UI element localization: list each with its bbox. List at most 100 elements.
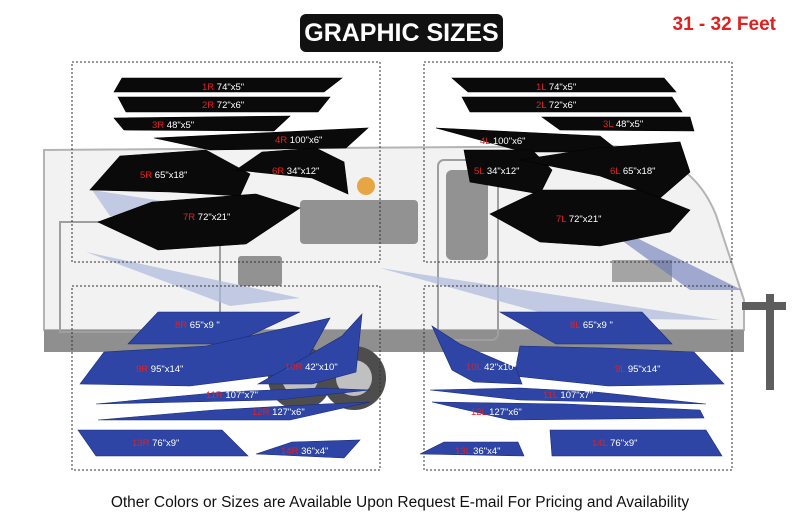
decal-size: 48"x5": [613, 119, 643, 130]
decal-2r-label: 2R 72"x6": [202, 100, 244, 111]
decal-7r-shape: [97, 193, 301, 251]
decal-2l-shape: [461, 96, 683, 113]
decal-8l-shape: [498, 311, 673, 345]
decal-1l-shape: [451, 77, 677, 93]
decal-13l-label: 13L 36"x4": [455, 446, 500, 457]
decal-size: 74"x5": [214, 82, 244, 93]
decal-code: 9R: [136, 364, 148, 375]
decal-size: 48"x5": [164, 120, 194, 131]
decal-code: 8L: [570, 320, 580, 331]
decal-code: 1L: [536, 82, 546, 93]
trailer-window: [300, 200, 418, 244]
decal-size: 65"x18": [620, 166, 655, 177]
decal-8r-label: 8R 65"x9 ": [175, 320, 220, 331]
decal-code: 2L: [536, 100, 546, 111]
decal-4l-label: 4L 100"x6": [480, 136, 526, 147]
decal-6l-label: 6L 65"x18": [610, 166, 656, 177]
decal-code: 13R: [132, 438, 150, 449]
decal-size: 34"x12": [284, 166, 319, 177]
frame-blue-right: [71, 285, 381, 471]
decal-size: 72"x21": [566, 214, 601, 225]
decal-size: 36"x4": [471, 446, 501, 457]
decal-12r-label: 12R 127"x6": [252, 407, 305, 418]
decal-9r-shape: [79, 317, 331, 387]
decal-code: 1R: [202, 82, 214, 93]
decal-13r-label: 13R 76"x9": [132, 438, 179, 449]
decal-code: 6L: [610, 166, 620, 177]
decal-code: 2R: [202, 100, 214, 111]
porch-light-icon: [357, 177, 375, 195]
decal-6r-label: 6R 34"x12": [272, 166, 319, 177]
decal-9r-label: 9R 95"x14": [136, 364, 183, 375]
decal-6l-shape: [519, 141, 691, 199]
decal-size: 72"x6": [546, 100, 576, 111]
decal-size: 127"x6": [269, 407, 304, 418]
decal-code: 8R: [175, 320, 187, 331]
decal-code: 10R: [285, 362, 303, 373]
decal-code: 12R: [252, 407, 270, 418]
decal-code: 7R: [183, 212, 195, 223]
decal-size: 76"x9": [149, 438, 179, 449]
trailer-jack: [766, 294, 774, 390]
decal-code: 9L: [615, 364, 625, 375]
decal-shapes: [77, 77, 725, 459]
decal-code: 14R: [281, 446, 299, 457]
decal-10r-label: 10R 42"x10": [285, 362, 338, 373]
decal-8r-shape: [127, 311, 301, 345]
page-title: GRAPHIC SIZES: [304, 19, 499, 47]
frame-black-right: [71, 61, 381, 263]
decal-11r-shape: [95, 387, 371, 405]
decal-size: 72"x6": [214, 100, 244, 111]
decal-size: 95"x14": [625, 364, 660, 375]
decal-code: 10L: [466, 362, 482, 373]
decal-3r-label: 3R 48"x5": [152, 120, 194, 131]
decal-size: 65"x18": [152, 170, 187, 181]
decal-11l-label: 11L 107"x7": [543, 390, 593, 401]
decal-code: 3L: [603, 119, 613, 130]
decal-12l-label: 12L 127"x6": [471, 407, 522, 418]
decal-5r-shape: [89, 149, 251, 197]
decal-labels: 1R 74"x5"2R 72"x6"3R 48"x5"4R 100"x6"5R …: [132, 82, 661, 457]
decal-13l-shape: [419, 441, 525, 457]
decal-14r-shape: [255, 439, 361, 459]
decal-1r-shape: [113, 77, 343, 93]
decal-code: 5R: [140, 170, 152, 181]
decal-size: 100"x6": [490, 136, 525, 147]
footer-note: Other Colors or Sizes are Available Upon…: [110, 494, 690, 511]
decal-code: 5L: [474, 166, 484, 177]
decal-12r-shape: [97, 401, 371, 421]
decal-code: 11L: [543, 390, 558, 401]
decal-10l-shape: [431, 325, 523, 385]
frame-blue-left: [423, 285, 733, 471]
decal-10r-shape: [256, 313, 363, 385]
decal-1l-label: 1L 74"x5": [536, 82, 576, 93]
factory-stripe: [86, 252, 300, 306]
decal-code: 13L: [455, 446, 471, 457]
decal-3l-shape: [541, 116, 695, 132]
decal-code: 14L: [592, 438, 608, 449]
decal-3r-shape: [113, 115, 291, 132]
decal-size: 65"x9 ": [580, 320, 613, 331]
decal-1r-label: 1R 74"x5": [202, 82, 244, 93]
decal-size: 95"x14": [148, 364, 183, 375]
title-badge: [300, 14, 503, 52]
decal-5r-label: 5R 65"x18": [140, 170, 187, 181]
decal-code: 3R: [152, 120, 164, 131]
decal-14l-label: 14L 76"x9": [592, 438, 637, 449]
trailer-tongue: [742, 302, 786, 310]
trailer-vent: [238, 256, 282, 286]
decal-11r-label: 11R 107"x7": [206, 390, 258, 401]
decal-11l-shape: [429, 387, 707, 405]
decal-size: 74"x5": [546, 82, 576, 93]
decal-4r-shape: [153, 127, 369, 151]
decal-code: 4L: [480, 136, 490, 147]
decal-size: 65"x9 ": [187, 320, 220, 331]
decal-size: 127"x6": [487, 407, 522, 418]
decal-code: 11R: [206, 390, 223, 401]
decal-code: 12L: [471, 407, 487, 418]
size-range-label: 31 - 32 Feet: [672, 14, 777, 35]
decal-14l-shape: [549, 429, 723, 457]
decal-size: 34"x12": [484, 166, 519, 177]
decal-8l-label: 8L 65"x9 ": [570, 320, 613, 331]
